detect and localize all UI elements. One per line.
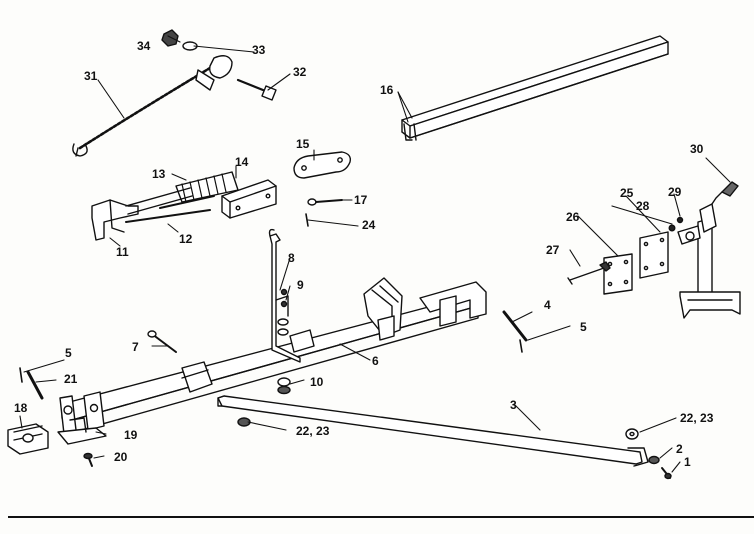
callout-1: 1 <box>684 455 691 469</box>
pin-part-17 <box>307 198 343 206</box>
callout-32: 32 <box>293 65 307 79</box>
channel-rails-part-16 <box>401 35 669 141</box>
cotter-part-24 <box>305 213 309 227</box>
nut-part-34 <box>161 29 179 47</box>
bolt-part-32 <box>236 78 277 101</box>
callout-30: 30 <box>690 142 704 156</box>
clip-part-5-left <box>19 367 23 383</box>
callout-6: 6 <box>372 354 379 368</box>
callout-24: 24 <box>362 218 376 232</box>
pin-part-4 <box>502 310 528 342</box>
main-frame-part-6 <box>59 277 487 435</box>
bolt-part-7 <box>147 330 177 353</box>
callout-4: 4 <box>544 298 551 312</box>
washer-part-29 <box>676 216 684 224</box>
callout-13: 13 <box>152 167 166 181</box>
jack-part-30 <box>677 181 741 319</box>
bracket-part-19 <box>57 417 107 445</box>
clamp-part-18 <box>7 423 49 455</box>
nut-washer-part-22-23-right <box>625 428 639 440</box>
callout-21: 21 <box>64 372 78 386</box>
callout-20: 20 <box>114 450 128 464</box>
leader-lines <box>19 35 731 473</box>
rod-part-12 <box>125 195 215 223</box>
clip-part-5-right <box>519 339 523 353</box>
block-part-14 <box>221 179 277 219</box>
bolt-part-20 <box>83 452 93 467</box>
callout-17: 17 <box>354 193 368 207</box>
callout-7: 7 <box>132 340 139 354</box>
callout-22-23-left: 22, 23 <box>296 424 330 438</box>
callout-12: 12 <box>179 232 193 246</box>
callout-28: 28 <box>636 199 650 213</box>
bolt-part-27 <box>567 261 611 285</box>
washer-part-2 <box>648 455 660 465</box>
callout-8: 8 <box>288 251 295 265</box>
callout-31: 31 <box>84 69 98 83</box>
page-bottom-rule <box>8 516 754 518</box>
callout-16: 16 <box>380 83 394 97</box>
washer-part-28 <box>668 224 676 232</box>
callout-19: 19 <box>124 428 138 442</box>
callout-27: 27 <box>546 243 560 257</box>
callout-10: 10 <box>310 375 324 389</box>
bracket-part-11 <box>91 187 193 241</box>
callout-14: 14 <box>235 155 249 169</box>
pin-part-21 <box>26 370 44 400</box>
callout-26: 26 <box>566 210 580 224</box>
callout-5-right: 5 <box>580 320 587 334</box>
lever-part-8 <box>268 228 301 363</box>
callout-33: 33 <box>252 43 266 57</box>
bar-plate-part-15 <box>293 151 352 179</box>
bolt-part-1 <box>661 467 672 480</box>
callout-34: 34 <box>137 39 151 53</box>
safety-chain-part-31 <box>72 66 212 157</box>
callout-18: 18 <box>14 401 28 415</box>
callout-5-left: 5 <box>65 346 72 360</box>
callout-22-23-right: 22, 23 <box>680 411 714 425</box>
mount-plates-25-26 <box>603 231 669 295</box>
washers-part-10 <box>277 377 291 395</box>
callout-29: 29 <box>668 185 682 199</box>
callout-2: 2 <box>676 442 683 456</box>
callout-11: 11 <box>116 245 129 259</box>
callout-25: 25 <box>620 186 634 200</box>
callout-3: 3 <box>510 398 517 412</box>
hook-ring-part-33 <box>182 41 233 91</box>
drawbar-part-3 <box>217 395 649 467</box>
callout-15: 15 <box>296 137 310 151</box>
callout-9: 9 <box>297 278 304 292</box>
